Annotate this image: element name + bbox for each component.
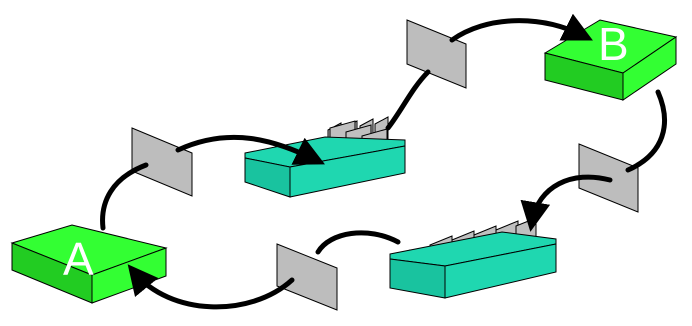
queue-tray-lower [389,217,557,299]
arrow-gate-right-to-tray-lower [520,174,613,232]
node-b: B [543,18,678,101]
tray-upper-side [289,145,406,198]
arrow-gate-bottom-to-node-a [127,264,295,310]
tray-lower-side [444,243,557,299]
arrow-tray-lower-to-gate-bottom [315,230,401,255]
gate-left [131,127,193,197]
node-a-label: A [63,233,94,285]
gate-top [406,19,467,89]
node-b-label: B [598,18,629,70]
arrow-gate-top-to-node-b [449,13,593,43]
arrow-tray-upper-to-gate-top [385,69,431,131]
node-b-side [622,36,677,101]
arrow-a-to-gate-left [100,162,149,231]
queue-tray-upper [244,116,406,198]
arrow-gate-left-to-tray-upper [175,134,325,165]
node-a: A [10,224,168,304]
arrow-node-b-to-gate-right [625,89,667,173]
tray-lower-front [389,258,446,299]
gate-bottom [276,243,338,311]
